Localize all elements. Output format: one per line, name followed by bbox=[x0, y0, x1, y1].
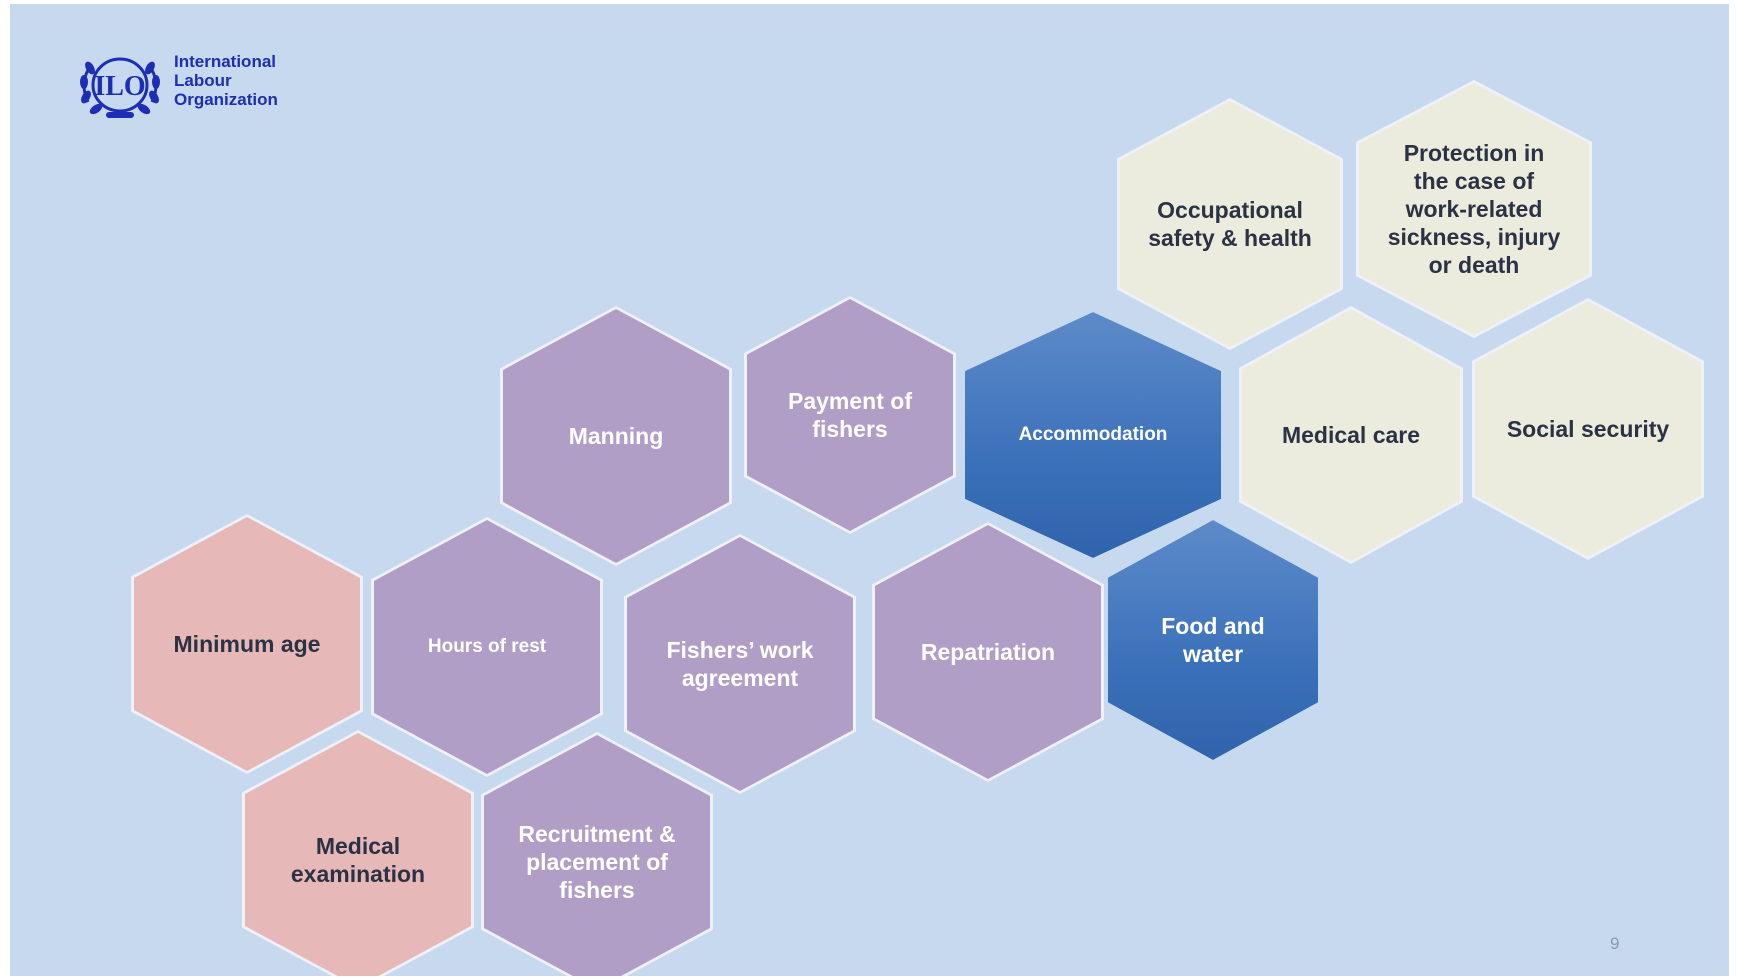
ilo-logo: ILO International Labour Organization bbox=[74, 46, 334, 126]
slide: ILO International Labour Organization Mi… bbox=[10, 4, 1729, 976]
logo-line-1: International bbox=[174, 52, 277, 71]
hex-food-and-water: Food and water bbox=[1108, 520, 1318, 760]
hex-label: Recruitment & placement of fishers bbox=[518, 821, 676, 903]
hex-label: Protection in the case of work-related s… bbox=[1387, 140, 1561, 278]
logo-line-2: Labour bbox=[174, 71, 232, 90]
hex-manning: Manning bbox=[500, 306, 732, 566]
hex-protection-sickness: Protection in the case of work-related s… bbox=[1356, 80, 1592, 338]
hex-label: Minimum age bbox=[173, 631, 321, 657]
hex-label: Payment of fishers bbox=[788, 388, 912, 442]
hex-label: Medical examination bbox=[290, 833, 426, 887]
hex-repatriation: Repatriation bbox=[872, 522, 1104, 782]
hex-label: Repatriation bbox=[920, 639, 1056, 665]
hex-medical-care: Medical care bbox=[1239, 306, 1463, 564]
ilo-emblem-icon: ILO bbox=[80, 57, 160, 118]
hex-label: Hours of rest bbox=[427, 636, 547, 657]
hex-label: Food and water bbox=[1161, 613, 1265, 667]
page-number: 9 bbox=[1610, 934, 1620, 953]
hex-minimum-age: Minimum age bbox=[131, 514, 363, 774]
hex-social-security: Social security bbox=[1472, 298, 1704, 560]
hex-occupational-safety: Occupational safety & health bbox=[1117, 98, 1343, 350]
hex-accommodation: Accommodation bbox=[965, 312, 1221, 558]
hex-fishers-work-agreement: Fishers’ work agreement bbox=[624, 534, 856, 794]
logo-line-3: Organization bbox=[174, 90, 278, 109]
hex-label: Fishers’ work agreement bbox=[666, 637, 814, 691]
hex-label: Accommodation bbox=[1018, 424, 1168, 445]
logo-text: International Labour Organization bbox=[174, 52, 278, 109]
svg-text:ILO: ILO bbox=[94, 71, 145, 102]
hex-label: Occupational safety & health bbox=[1148, 197, 1312, 251]
hex-label: Manning bbox=[568, 423, 664, 449]
hex-label: Social security bbox=[1506, 416, 1670, 442]
hex-recruitment-placement: Recruitment & placement of fishers bbox=[481, 732, 713, 976]
hex-label: Medical care bbox=[1281, 422, 1421, 448]
hex-hours-of-rest: Hours of rest bbox=[371, 517, 603, 777]
hex-medical-examination: Medical examination bbox=[242, 730, 474, 976]
hex-payment-of-fishers: Payment of fishers bbox=[744, 296, 956, 534]
